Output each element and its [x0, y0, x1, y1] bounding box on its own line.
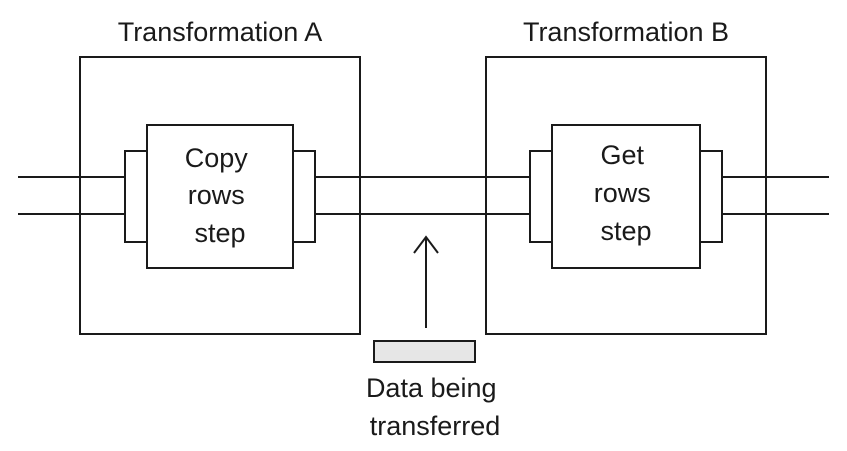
- data-pipe-lines: [18, 176, 829, 215]
- copy-rows-step-box: [146, 124, 294, 269]
- transformation-a-title: Transformation A: [118, 17, 323, 47]
- step-a-input-connector: [124, 150, 148, 243]
- step-b-output-connector: [699, 150, 723, 243]
- step-a-line-3: step: [194, 218, 245, 248]
- data-being-transferred-label: Data being transferred: [366, 373, 504, 441]
- up-arrow-icon: [413, 235, 439, 328]
- data-label-line-2: transferred: [370, 411, 501, 441]
- get-rows-step-label: Get rows step: [594, 140, 659, 246]
- step-b-input-connector: [529, 150, 553, 243]
- step-b-line-2: rows: [594, 178, 651, 208]
- step-a-line-2: rows: [188, 180, 245, 210]
- step-b-line-1: Get: [600, 140, 644, 170]
- data-label-line-1: Data being: [366, 373, 497, 403]
- get-rows-step-box: [551, 124, 701, 269]
- transformation-b-box: Get rows step: [485, 56, 767, 335]
- step-a-line-1: Copy: [185, 143, 249, 173]
- transformation-b-title: Transformation B: [523, 17, 729, 47]
- data-packet: [373, 340, 476, 363]
- transformation-a-box: Copy rows step: [79, 56, 361, 335]
- copy-rows-step-label: Copy rows step: [185, 143, 256, 248]
- step-a-output-connector: [292, 150, 316, 243]
- step-b-line-3: step: [600, 216, 651, 246]
